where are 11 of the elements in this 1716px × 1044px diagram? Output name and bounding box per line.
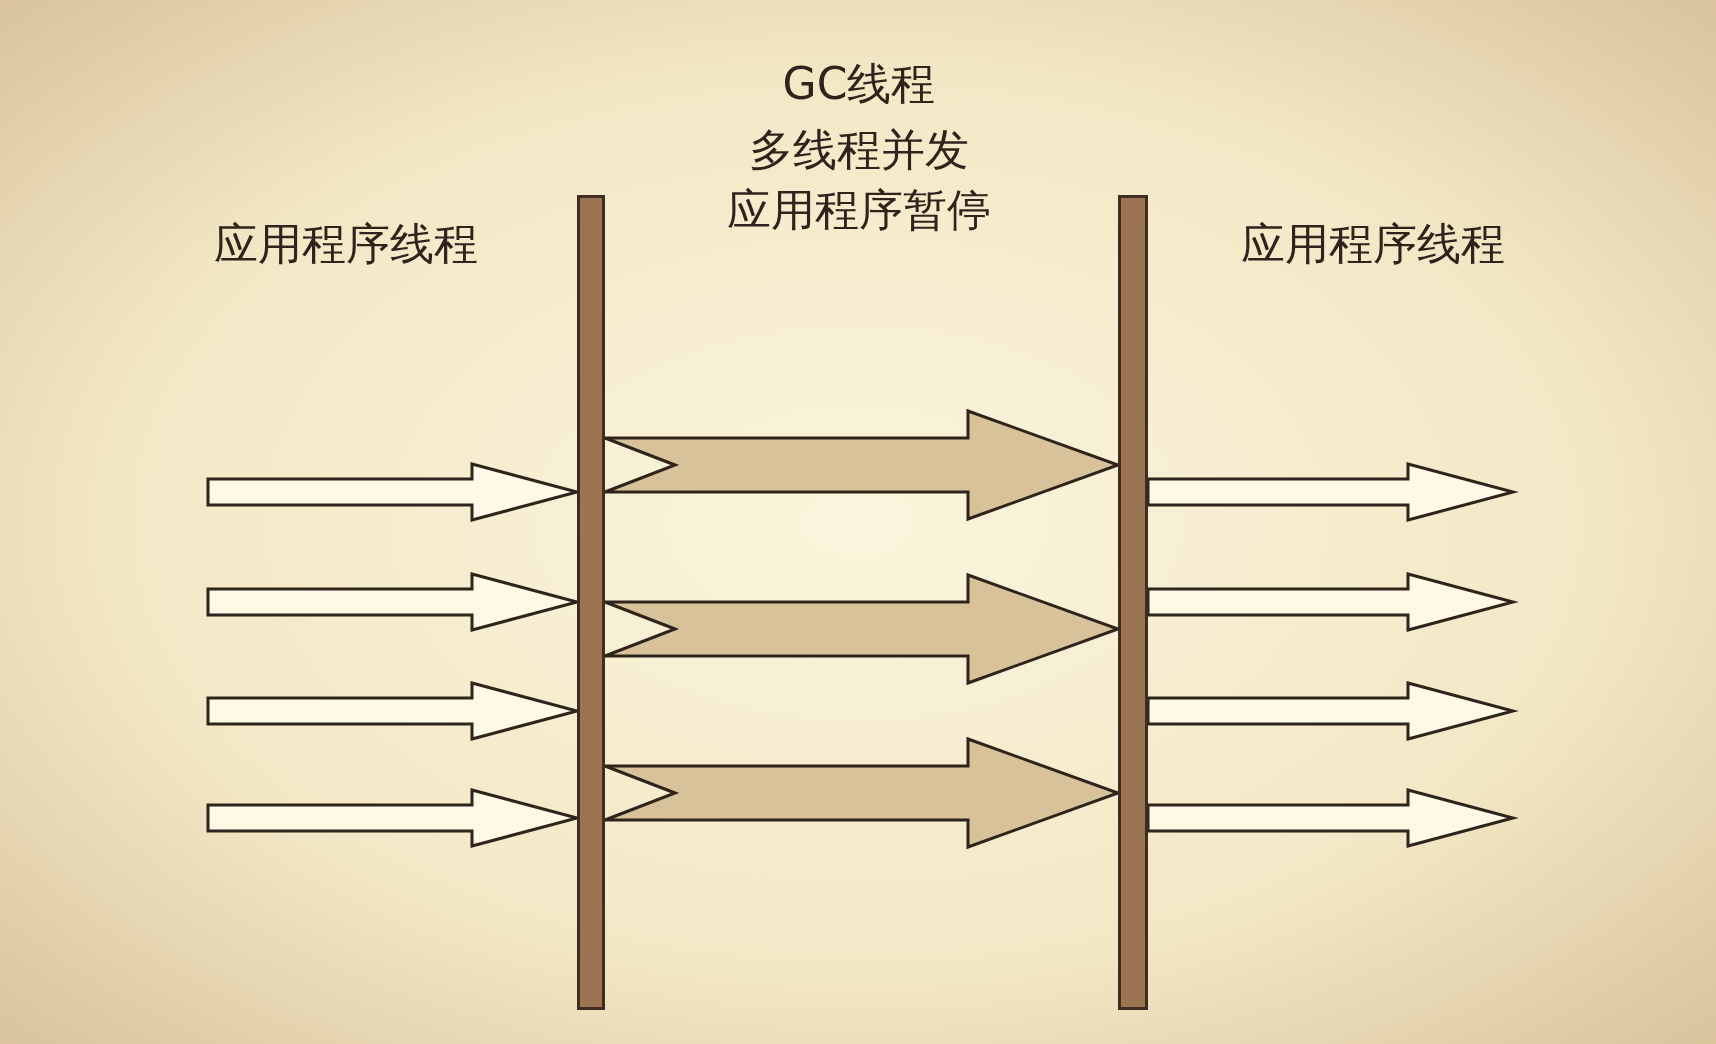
phase-label: GC线程 — [782, 62, 936, 106]
phase-label: 应用程序暂停 — [727, 188, 991, 232]
arrow — [1146, 788, 1519, 848]
arrow — [1146, 681, 1519, 741]
timeline-bar — [1118, 195, 1148, 1010]
thread-label: 应用程序线程 — [1241, 222, 1505, 266]
timeline-bar — [577, 195, 605, 1010]
arrow — [1146, 572, 1519, 632]
arrow — [1146, 462, 1519, 522]
thread-label: 应用程序线程 — [214, 222, 478, 266]
phase-label: 多线程并发 — [749, 128, 969, 172]
